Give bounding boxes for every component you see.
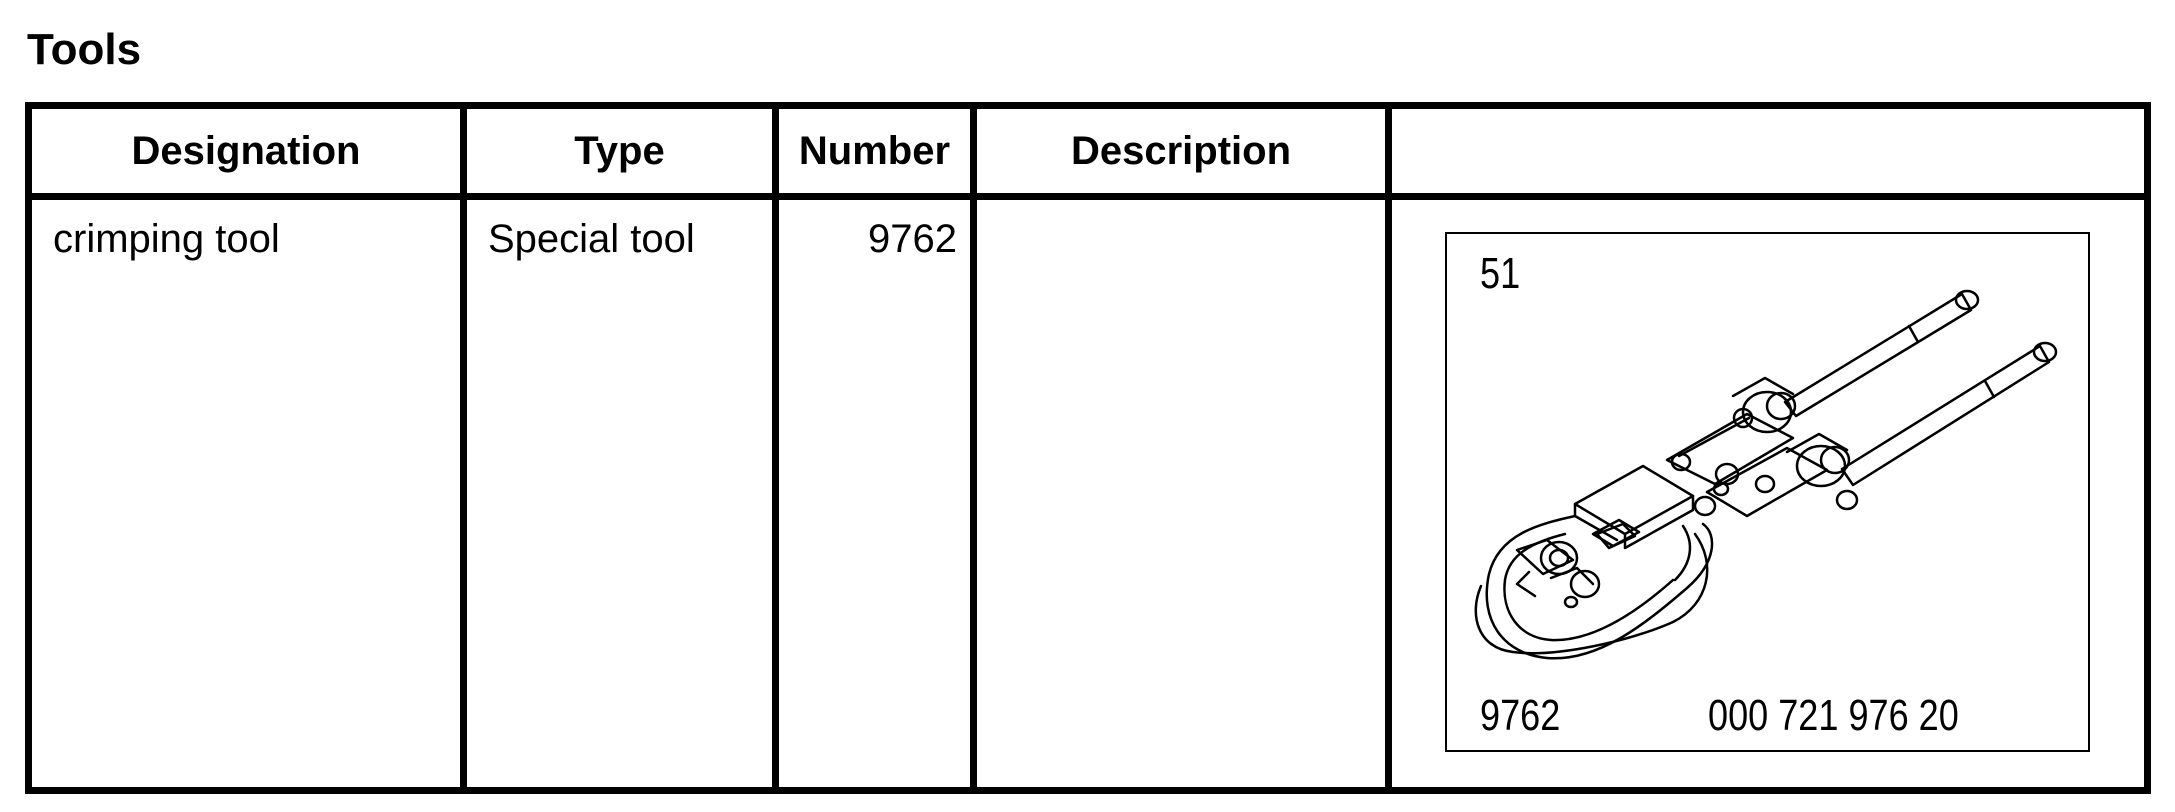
cell-designation: crimping tool <box>53 217 280 261</box>
header-illustration <box>1392 109 2151 193</box>
header-description: Description <box>1070 128 1292 173</box>
header-number: Number <box>798 128 951 173</box>
column-divider <box>460 109 467 787</box>
header-designation: Designation <box>131 128 361 173</box>
column-divider <box>1385 109 1392 787</box>
column-divider <box>772 109 779 787</box>
header-type: Type <box>574 128 665 173</box>
illustration-part-number: 000 721 976 20 <box>1708 691 1959 740</box>
illustration-label-top: 51 <box>1480 249 1521 298</box>
cell-number: 9762 <box>868 217 957 261</box>
illustration-tool-number: 9762 <box>1480 691 1561 740</box>
cell-type: Special tool <box>488 217 695 261</box>
tools-table: Designation Type Number Description crim… <box>25 102 2151 794</box>
crimping-tool-drawing-icon <box>1474 289 2058 660</box>
header-divider <box>32 193 2144 200</box>
page-title: Tools <box>27 25 142 74</box>
column-divider <box>970 109 977 787</box>
tool-illustration: 51 9762 000 721 976 20 <box>1445 232 2090 752</box>
